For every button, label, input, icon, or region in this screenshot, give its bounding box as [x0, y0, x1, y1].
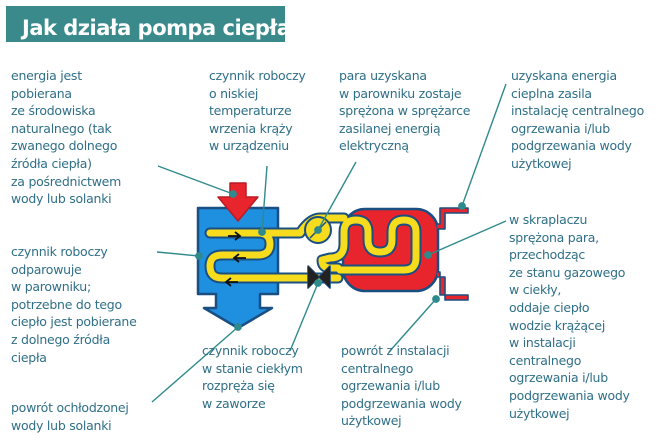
label-liquid-expansion: czynnik roboczy w stanie ciekłym rozpręż… [202, 343, 303, 411]
flow-arrow-icon [224, 277, 238, 287]
label-energy-obtained: uzyskana energia cieplna zasila instalac… [511, 68, 644, 171]
heating-return-pipe [437, 271, 469, 301]
label-energy-source: energia jest pobierana ze środowiska nat… [11, 68, 122, 207]
expansion-valve-icon [307, 265, 331, 289]
label-return-cooled: powrót ochłodzonej wody lub solanki [11, 400, 129, 433]
title-bar: Jak działa pompa ciepła? [6, 6, 303, 42]
page-title: Jak działa pompa ciepła? [22, 16, 303, 40]
flow-arrow-icon [228, 231, 242, 241]
flow-arrow-icon [232, 253, 246, 263]
label-return-heating: powrót z instalacji centralnego ogrzewan… [341, 343, 462, 429]
heat-input-arrow [217, 182, 259, 222]
label-condenser: w skraplaczu sprężona para, przechodząc … [509, 212, 630, 421]
label-vapor-compressed: para uzyskana w parowniku zostaje sprężo… [339, 68, 471, 154]
leader-lines [151, 83, 507, 403]
label-refrigerant-low-temp: czynnik roboczy o niskiej temperaturze w… [209, 68, 306, 154]
label-evaporation: czynnik roboczy odparowuje w parowniku; … [11, 244, 137, 365]
heating-supply-pipe [437, 207, 469, 230]
